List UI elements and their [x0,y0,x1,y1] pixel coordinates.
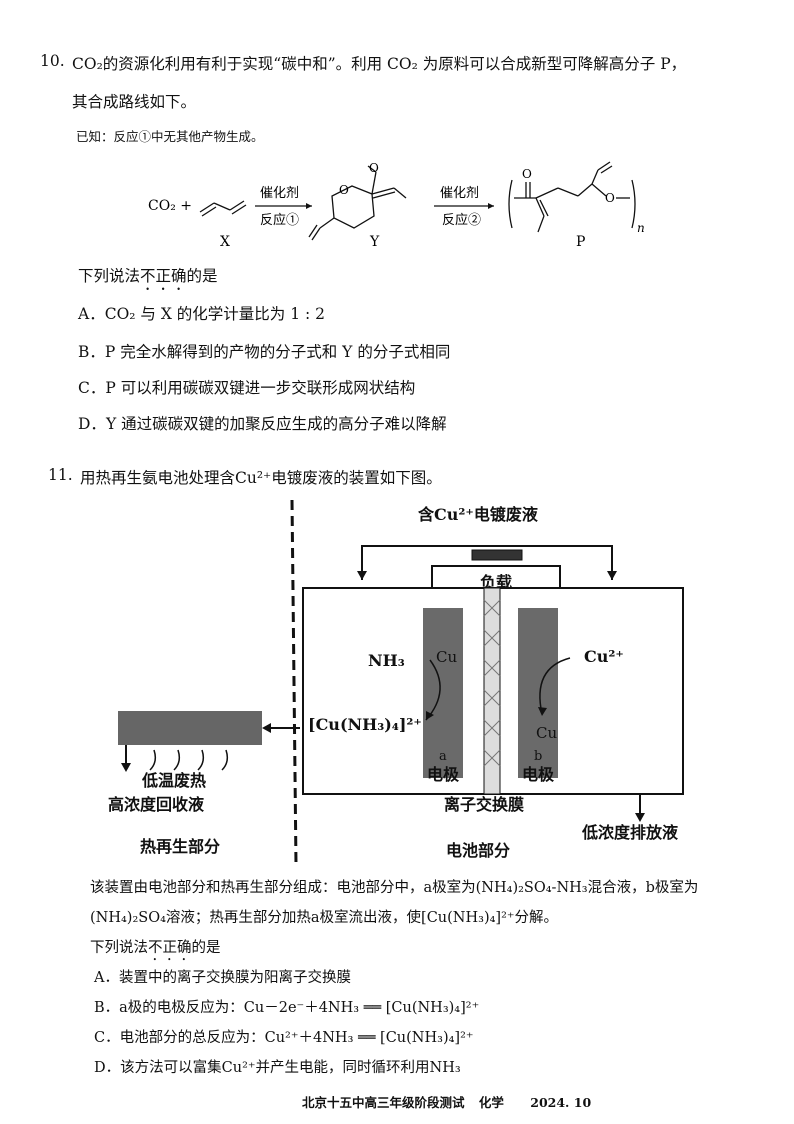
q11-apparatus-figure: 含Cu²⁺电镀废液 负载 NH₃ Cu [Cu(NH₃)₄]²⁺ Cu²⁺ Cu… [108,499,684,866]
nh3-label: NH₃ [368,651,405,670]
label-x: X [220,234,230,250]
electrode-a-letter: a [439,749,447,764]
q10-stem-line1: CO₂的资源化利用有利于实现“碳中和”。利用 CO₂ 为原料可以合成新型可降解高… [72,55,687,73]
q10-option-d: D．Y 通过碳碳双键的加聚反应生成的高分子难以降解 [78,415,447,433]
cu-right-label: Cu [536,724,557,742]
q10-question: 下列说法不正确的是 [78,267,218,285]
footer-date: 2024. 10 [530,1095,592,1110]
y-ring-o: O [339,183,349,197]
electrode-a [423,608,463,778]
ion-exchange-membrane [483,587,501,795]
q11-description-line1: 该装置由电池部分和热再生部分组成：电池部分中，a极室为(NH₄)₂SO₄-NH₃… [90,880,699,896]
q10-stem-line2: 其合成路线如下。 [72,93,197,111]
electrode-a-label: 电极 [427,765,460,784]
q11-option-b: B．a极的电极反应为：Cu－2e⁻＋4NH₃ ══ [Cu(NH₃)₄]²⁺ [94,1000,480,1016]
electrode-b-label: 电极 [522,765,555,784]
low-conc-label: 低浓度排放液 [581,823,679,842]
q11-number: 11. [48,466,73,484]
heater-block [118,711,262,745]
footer-subject: 化学 [478,1095,504,1110]
cu-left-label: Cu [436,648,457,666]
page-footer: 北京十五中高三年级阶段测试 化学 2024. 10 [302,1092,591,1111]
molecule-y [308,165,407,241]
q11-option-a: A．装置中的离子交换膜为阳离子交换膜 [94,970,351,986]
q10-known-note: 已知：反应①中无其他产物生成。 [76,129,264,144]
q11-option-d: D．该方法可以富集Cu²⁺并产生电能，同时循环利用NH₃ [94,1060,461,1076]
p-ester-o: O [522,167,532,181]
waste-inlet-label: 含Cu²⁺电镀废液 [418,505,539,524]
heat-arrows [149,749,229,771]
q10-option-a: A．CO₂ 与 X 的化学计量比为 1 : 2 [78,305,326,323]
molecule-x [199,200,247,217]
low-temp-heat-label: 低温废热 [141,771,206,790]
q11-description-line2: (NH₄)₂SO₄溶液；热再生部分加热a极室流出液，使[Cu(NH₃)₄]²⁺分… [90,910,559,926]
polymer-p [508,161,636,233]
reaction-1: 反应① [260,212,299,228]
q11-stem: 用热再生氨电池处理含Cu²⁺电镀废液的装置如下图。 [80,469,442,487]
scheme-co2-plus: CO₂ + [148,198,192,214]
label-p: P [576,234,585,250]
q11-question: 下列说法不正确的是 [90,940,221,956]
electrode-b-letter: b [534,749,542,764]
cu-complex-label: [Cu(NH₃)₄]²⁺ [308,715,422,734]
footer-school: 北京十五中高三年级阶段测试 [302,1095,465,1110]
high-conc-label: 高浓度回收液 [108,795,205,814]
catalyst-1: 催化剂 [260,186,299,201]
p-chain-o: O [605,191,615,205]
label-y: Y [369,234,380,250]
catalyst-2: 催化剂 [440,186,479,201]
y-carbonyl-o: O [369,161,379,175]
load-resistor [471,549,523,561]
reaction-2: 反应② [442,212,481,228]
section-divider [290,499,298,866]
cu2-right-label: Cu²⁺ [584,647,624,666]
b-reaction-arrow [539,657,571,715]
q10-option-b: B．P 完全水解得到的产物的分子式和 Y 的分子式相同 [78,343,451,361]
electrode-b [518,608,558,778]
q10-reaction-scheme: CO₂ + X 催化剂 反应① O O Y 催化剂 反应② [148,161,645,250]
q11-option-c: C．电池部分的总反应为：Cu²⁺＋4NH₃ ══ [Cu(NH₃)₄]²⁺ [94,1030,474,1046]
battery-part-label: 电池部分 [446,841,510,860]
thermal-part-label: 热再生部分 [140,837,220,856]
q10-number: 10. [40,52,65,70]
p-subscript-n: n [637,221,645,235]
membrane-label: 离子交换膜 [444,795,524,814]
q10-option-c: C．P 可以利用碳碳双键进一步交联形成网状结构 [78,379,416,397]
